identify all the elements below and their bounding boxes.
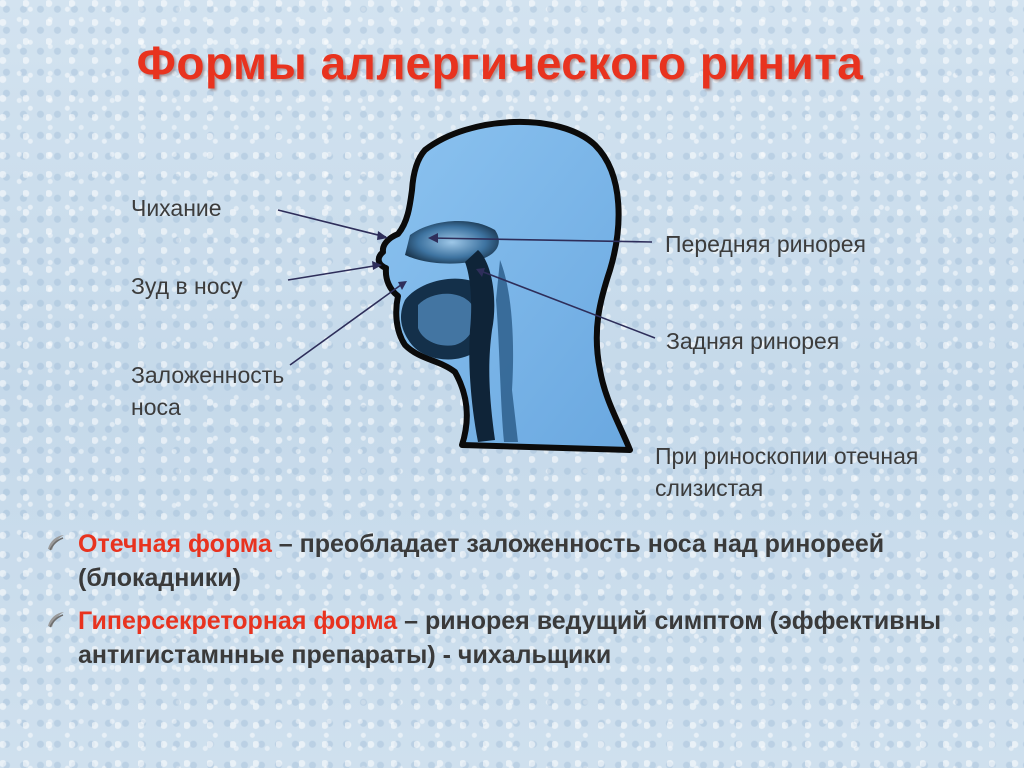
label-sneezing: Чихание <box>131 195 222 221</box>
label-nasal-congestion-line2: носа <box>131 394 181 421</box>
bullet-term: Отечная форма <box>78 530 272 558</box>
pointer-line-sneezing <box>277 209 387 238</box>
label-rhinoscopy-line2: слизистая <box>655 475 764 502</box>
label-rhinoscopy: При риноскопии отечная слизистая <box>655 440 918 504</box>
tongue <box>418 293 476 346</box>
bullet-item-hypersecretory-form: Гиперсекреторная форма – ринорея ведущий… <box>40 604 1000 672</box>
label-posterior-rhinorrhea: Задняя ринорея <box>666 328 840 354</box>
bullet-term: Гиперсекреторная форма <box>78 607 398 635</box>
bullet-text: – преобладает заложенность носа над рино… <box>78 530 885 592</box>
swirl-bullet-icon <box>48 612 64 628</box>
spine <box>496 260 518 442</box>
pointer-tips <box>372 231 485 290</box>
label-rhinoscopy-line1: При риноскопии отечная <box>655 443 919 469</box>
slide-title: Формы аллергического ринита <box>136 37 864 89</box>
label-anterior-rhinorrhea: Передняя ринорея <box>665 231 866 257</box>
pointer-line-anterior <box>429 237 653 243</box>
bullet-list: Отечная форма – преобладает заложенность… <box>40 527 1000 681</box>
label-nasal-itch: Зуд в носу <box>131 273 243 299</box>
pointer-line-congestion <box>289 281 406 366</box>
bullet-text: – ринорея ведущий симптом (эффективны ан… <box>78 607 942 669</box>
pointer-lines <box>277 209 656 366</box>
label-nasal-congestion-line1: Заложенность <box>131 362 285 388</box>
airway <box>465 250 495 442</box>
label-nasal-congestion: Заложенность носа <box>131 359 284 423</box>
pointer-line-itch <box>287 264 381 281</box>
pointer-line-posterior <box>477 269 656 339</box>
swirl-bullet-icon <box>48 535 64 551</box>
bullet-item-edematous-form: Отечная форма – преобладает заложенность… <box>40 527 1000 595</box>
